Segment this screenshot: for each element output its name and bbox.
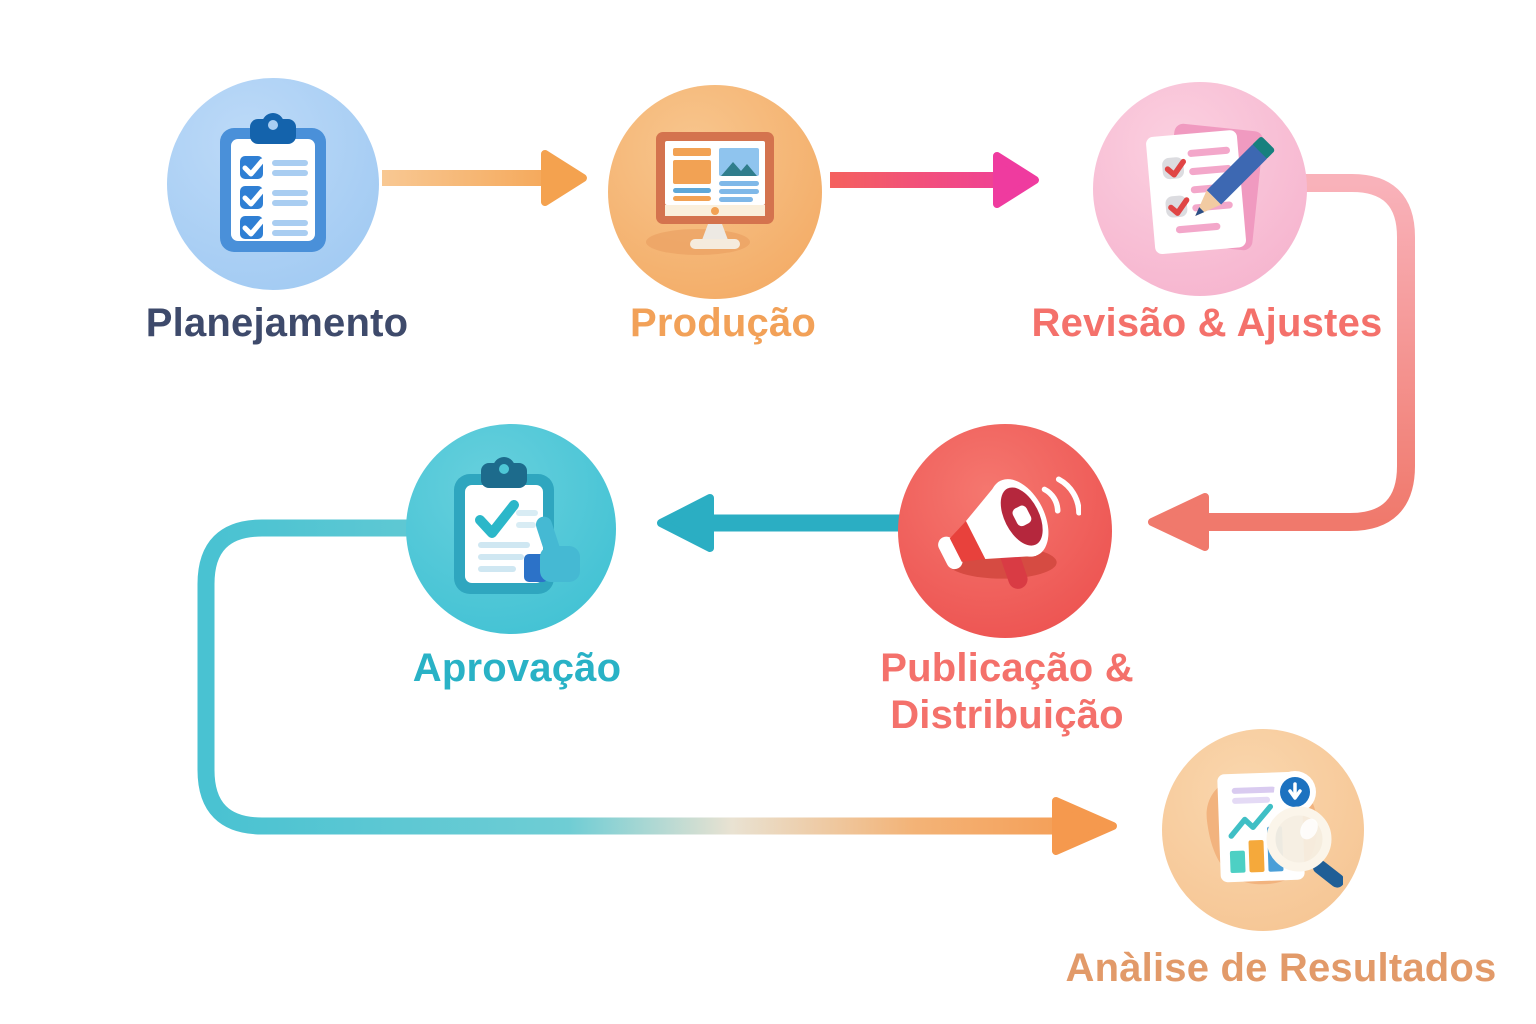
label-revisao-ajustes: Revisão & Ajustes [1031, 301, 1383, 345]
label-publicacao-line2: Distribuição [890, 693, 1124, 738]
desktop-monitor-icon [646, 132, 774, 255]
clipboard-thumbs-up-icon [454, 457, 580, 594]
megaphone-icon [938, 476, 1081, 589]
label-planejamento: Planejamento [145, 301, 409, 345]
label-publicacao-distribuicao: Publicação & Distribuição [880, 645, 1134, 739]
arrow-aprovacao-to-analise [197, 519, 1117, 855]
label-publicacao-line1: Publicação & [880, 646, 1134, 690]
document-pencil-icon [1146, 123, 1275, 255]
node-aprovacao [406, 424, 616, 634]
report-magnifier-icon [1206, 771, 1343, 888]
label-producao: Produção [629, 301, 817, 345]
node-producao [608, 85, 822, 299]
clipboard-checklist-icon [220, 113, 326, 252]
arrow-revisao-to-publicacao [1148, 174, 1415, 551]
arrow-planejamento-to-producao [382, 150, 587, 206]
node-publicacao [898, 424, 1112, 638]
arrow-publicacao-to-aprovacao [657, 494, 908, 552]
label-aprovacao: Aprovação [412, 646, 622, 690]
node-planejamento [167, 78, 379, 290]
arrow-producao-to-revisao [830, 152, 1039, 208]
node-revisao [1093, 82, 1307, 296]
node-analise [1162, 729, 1364, 931]
label-analise-resultados: Anàlise de Resultados [1065, 946, 1497, 990]
